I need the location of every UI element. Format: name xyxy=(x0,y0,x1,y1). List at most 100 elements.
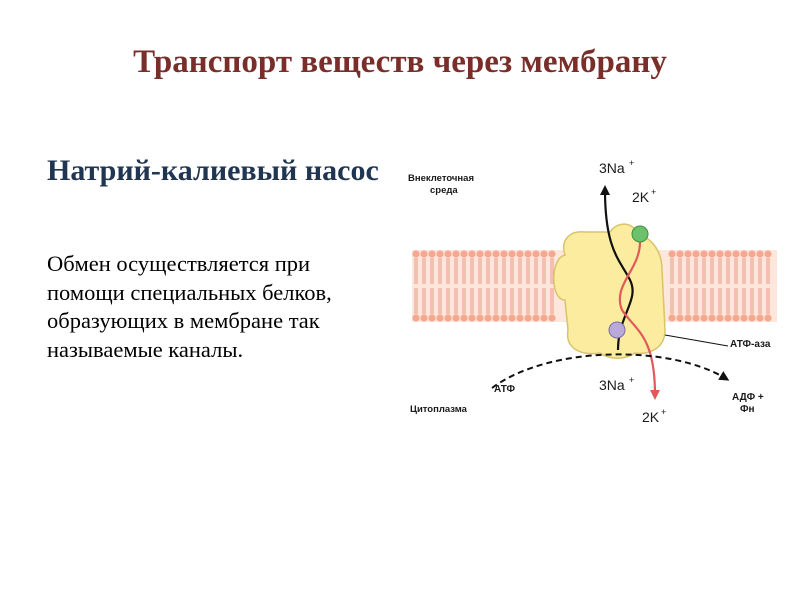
lipid-head xyxy=(748,314,756,322)
lipid-tail xyxy=(726,258,730,284)
lipid-tail xyxy=(734,288,738,314)
adp-label-2: Фн xyxy=(740,404,755,415)
extracellular-label: Внеклеточная xyxy=(408,173,474,184)
lipid-tail xyxy=(742,258,746,284)
lipid-head xyxy=(436,314,444,322)
lipid-tail xyxy=(422,258,426,284)
na-out-plus: + xyxy=(629,158,634,168)
lipid-head xyxy=(444,250,452,258)
k-bottom-plus: + xyxy=(661,407,666,417)
sodium-potassium-pump-diagram: Внеклеточная среда 3Na + 2K + АТФ-аза АТ… xyxy=(408,158,777,425)
lipid-head xyxy=(724,250,732,258)
atpase-pointer-line xyxy=(664,334,729,347)
lipid-tail xyxy=(446,288,450,314)
lipid-head xyxy=(540,250,548,258)
lipid-tail xyxy=(766,258,770,284)
lipid-head xyxy=(420,314,428,322)
lipid-head xyxy=(748,250,756,258)
lipid-tail xyxy=(414,288,418,314)
lipid-head xyxy=(444,314,452,322)
lipid-head xyxy=(764,250,772,258)
lipid-tail xyxy=(750,288,754,314)
lipid-head xyxy=(436,250,444,258)
atpase-label: АТФ-аза xyxy=(730,339,771,350)
lipid-head xyxy=(460,314,468,322)
lipid-tail xyxy=(430,258,434,284)
lipid-head xyxy=(684,250,692,258)
lipid-tail xyxy=(462,258,466,284)
lipid-head xyxy=(700,250,708,258)
lipid-tail xyxy=(534,288,538,314)
lipid-tail xyxy=(766,288,770,314)
lipid-head xyxy=(492,250,500,258)
lipid-tail xyxy=(678,258,682,284)
lipid-head xyxy=(428,250,436,258)
lipid-tail xyxy=(502,288,506,314)
lipid-tail xyxy=(430,288,434,314)
lipid-tail xyxy=(454,288,458,314)
lipid-head xyxy=(412,314,420,322)
lipid-tail xyxy=(702,288,706,314)
lipid-tail xyxy=(478,288,482,314)
lipid-head xyxy=(732,250,740,258)
slide-subtitle: Натрий-калиевый насос xyxy=(47,154,379,187)
na-bottom-label: 3Na xyxy=(599,377,625,393)
lipid-tail xyxy=(486,258,490,284)
lipid-tail xyxy=(678,288,682,314)
lipid-tail xyxy=(550,258,554,284)
lipid-tail xyxy=(510,258,514,284)
lipid-head xyxy=(508,250,516,258)
lipid-tail xyxy=(422,288,426,314)
lipid-head xyxy=(548,314,556,322)
lipid-head xyxy=(532,250,540,258)
lipid-head xyxy=(732,314,740,322)
lipid-head xyxy=(468,250,476,258)
lipid-tail xyxy=(670,258,674,284)
lipid-head xyxy=(724,314,732,322)
na-binding-site xyxy=(608,321,626,339)
lipid-head xyxy=(516,314,524,322)
lipid-head xyxy=(676,250,684,258)
lipid-head xyxy=(692,314,700,322)
lipid-tails xyxy=(414,258,770,314)
lipid-tail xyxy=(494,288,498,314)
lipid-head xyxy=(468,314,476,322)
lipid-tail xyxy=(750,258,754,284)
lipid-head xyxy=(452,314,460,322)
lipid-head xyxy=(412,250,420,258)
lipid-tail xyxy=(534,258,538,284)
lipid-head xyxy=(452,250,460,258)
lipid-head xyxy=(756,250,764,258)
lipid-head xyxy=(676,314,684,322)
lipid-tail xyxy=(438,258,442,284)
lipid-head xyxy=(740,314,748,322)
k-bottom-label: 2K xyxy=(642,409,660,425)
lipid-head xyxy=(420,250,428,258)
k-top-label: 2K xyxy=(632,189,650,205)
lipid-tail xyxy=(526,258,530,284)
lipid-head xyxy=(700,314,708,322)
slide-title: Транспорт веществ через мембрану xyxy=(133,44,667,80)
adp-label: АДФ + xyxy=(732,392,764,403)
lipid-tail xyxy=(686,288,690,314)
lipid-tail xyxy=(494,258,498,284)
lipid-tail xyxy=(526,288,530,314)
lipid-head xyxy=(524,250,532,258)
lipid-heads-bottom xyxy=(412,314,772,322)
lipid-tail xyxy=(550,288,554,314)
lipid-head xyxy=(476,250,484,258)
lipid-head xyxy=(500,314,508,322)
lipid-tail xyxy=(478,258,482,284)
lipid-tail xyxy=(438,288,442,314)
lipid-tail xyxy=(446,258,450,284)
lipid-head xyxy=(524,314,532,322)
k-top-plus: + xyxy=(651,187,656,197)
lipid-tail xyxy=(470,258,474,284)
k-binding-site xyxy=(631,225,649,243)
lipid-head xyxy=(708,314,716,322)
lipid-tail xyxy=(694,258,698,284)
lipid-head xyxy=(476,314,484,322)
lipid-tail xyxy=(486,288,490,314)
lipid-head xyxy=(516,250,524,258)
lipid-head xyxy=(460,250,468,258)
